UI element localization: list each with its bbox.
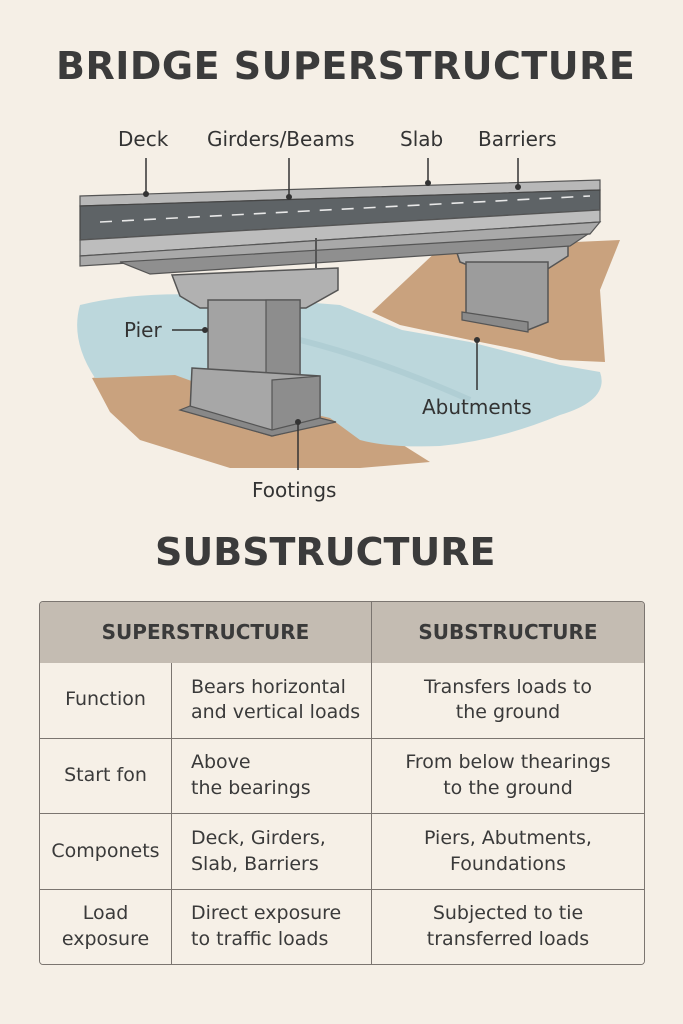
- label-footings: Footings: [252, 478, 336, 502]
- header-superstructure: SUPERSTRUCTURE: [40, 602, 372, 663]
- row-label: Componets: [40, 814, 172, 890]
- row-label: Start fon: [40, 738, 172, 815]
- label-slab: Slab: [400, 127, 443, 151]
- label-abutments: Abutments: [422, 395, 532, 419]
- section-title: SUBSTRUCTURE: [155, 530, 496, 574]
- leader-lines: [145, 158, 519, 470]
- label-deck: Deck: [118, 127, 169, 151]
- sub-cell: Piers, Abutments,Foundations: [372, 814, 644, 890]
- left-pier: [170, 267, 339, 437]
- table-row: Componets Deck, Girders,Slab, Barriers P…: [40, 814, 644, 890]
- header-substructure: SUBSTRUCTURE: [372, 602, 644, 663]
- comparison-table: SUPERSTRUCTURE SUBSTRUCTURE Function Bea…: [39, 601, 645, 965]
- super-cell: Deck, Girders,Slab, Barriers: [172, 814, 372, 890]
- label-barriers: Barriers: [478, 127, 557, 151]
- right-pier: [454, 235, 569, 333]
- label-girders: Girders/Beams: [207, 127, 355, 151]
- label-pier: Pier: [124, 318, 162, 342]
- table-header-row: SUPERSTRUCTURE SUBSTRUCTURE: [40, 602, 644, 663]
- row-label: Function: [40, 663, 172, 739]
- page-title: BRIDGE SUPERSTRUCTURE: [56, 44, 636, 88]
- bridge-diagram: Deck Girders/Beams Slab Barriers Pier Ab…: [77, 127, 620, 502]
- bridge-deck: [79, 179, 602, 275]
